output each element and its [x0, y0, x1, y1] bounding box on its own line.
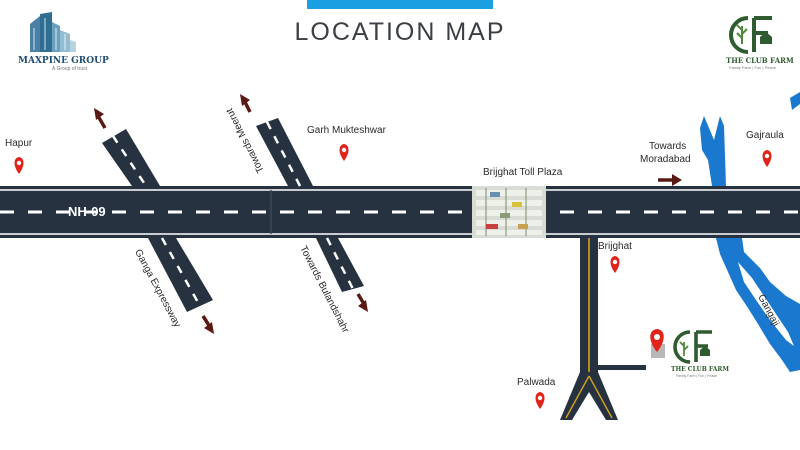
club-farm-logo-icon [729, 16, 772, 54]
bulandshahr-road-lower [316, 237, 364, 292]
arrow-icon-moradabad-direction [658, 174, 682, 186]
gangaji-river [716, 92, 800, 372]
maxpine-brand-name: MAXPINE GROUP [18, 56, 109, 66]
ganga-expressway-upper [102, 129, 160, 187]
car-icon [512, 202, 522, 207]
label-towards-moradabad-line1: Towards [649, 141, 687, 152]
place-label-gajraula: Gajraula [746, 130, 784, 141]
club-farm-marker-tagline: Family Farm | Fun | Peace [676, 374, 718, 378]
arrow-icon-ganga-expressway-direction [201, 315, 214, 334]
pin-icon-garh [339, 144, 349, 161]
club-farm-marker-name: THE CLUB FARM [671, 366, 730, 373]
place-label-garh-mukteshwar: Garh Mukteshwar [307, 125, 386, 136]
pin-icon-gajraula [762, 150, 772, 167]
club-farm-brand-name: THE CLUB FARM [726, 56, 794, 65]
page-title: LOCATION MAP [294, 18, 506, 46]
car-icon [518, 224, 528, 229]
club-farm-brand-tagline: Family Farm | Fun | Peace [729, 65, 776, 70]
arrow-icon-meerut-direction [240, 94, 252, 113]
meerut-road-upper [256, 118, 313, 187]
pin-icon-palwada [535, 392, 545, 409]
place-label-palwada: Palwada [517, 377, 556, 388]
car-icon [486, 224, 498, 229]
car-icon [490, 192, 500, 197]
pin-icon-hapur [14, 157, 24, 174]
place-label-hapur: Hapur [5, 138, 33, 149]
brijghat-toll-plaza [472, 186, 546, 238]
place-label-brijghat-toll-plaza: Brijghat Toll Plaza [483, 167, 563, 178]
maxpine-building-icon [30, 12, 76, 52]
ganga-expressway-lower [148, 237, 213, 312]
car-icon [500, 213, 510, 218]
pin-icon-brijghat [610, 256, 620, 273]
arrow-icon-bulandshahr-direction [356, 293, 368, 312]
club-farm-marker-icon [673, 330, 712, 364]
nh09-label: NH-09 [68, 204, 106, 219]
palwada-road [560, 238, 646, 420]
label-towards-moradabad-line2: Moradabad [640, 154, 691, 165]
arrow-icon-hapur-direction [94, 108, 107, 129]
title-accent-bar [307, 0, 493, 9]
river-upper [700, 116, 726, 186]
place-label-brijghat: Brijghat [598, 241, 632, 252]
maxpine-brand-tagline: A Group of trust [52, 66, 88, 72]
pin-icon-club-farm [650, 329, 665, 358]
